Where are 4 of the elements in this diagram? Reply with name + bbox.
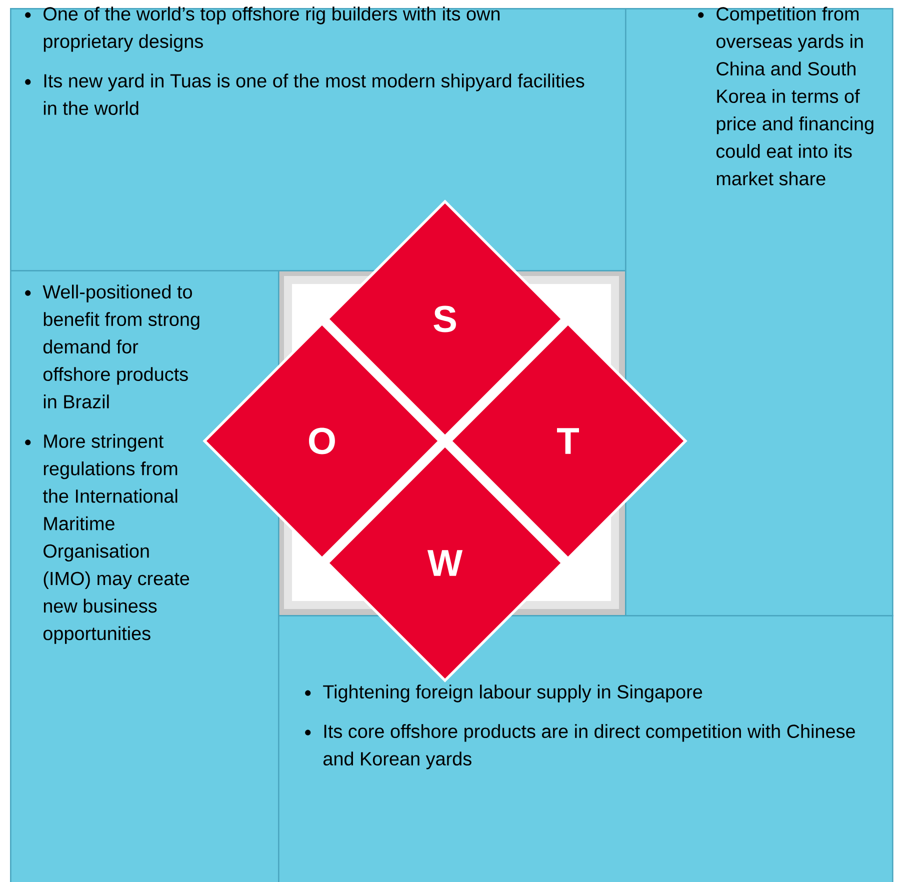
text-panel: Competition from overseas yards in China and South Korea in terms of price and financing could eat into its market share (625, 6, 894, 616)
text-panel: Well-positioned to benefit from strong demand for offshore products in Brazil More stringent regulations from the International Maritime Organisation (IMO) may create new business opportunities (10, 270, 280, 882)
text-panel: Tightening foreign labour supply in Singapore Its core offshore products are in direct competition with Chinese and Korean yards (278, 615, 894, 882)
text-panel: One of the world’s top offshore rig builders with its own proprietary designs Its new yard in Tuas is one of the most modern shipyard facilities in the world (10, 6, 626, 272)
